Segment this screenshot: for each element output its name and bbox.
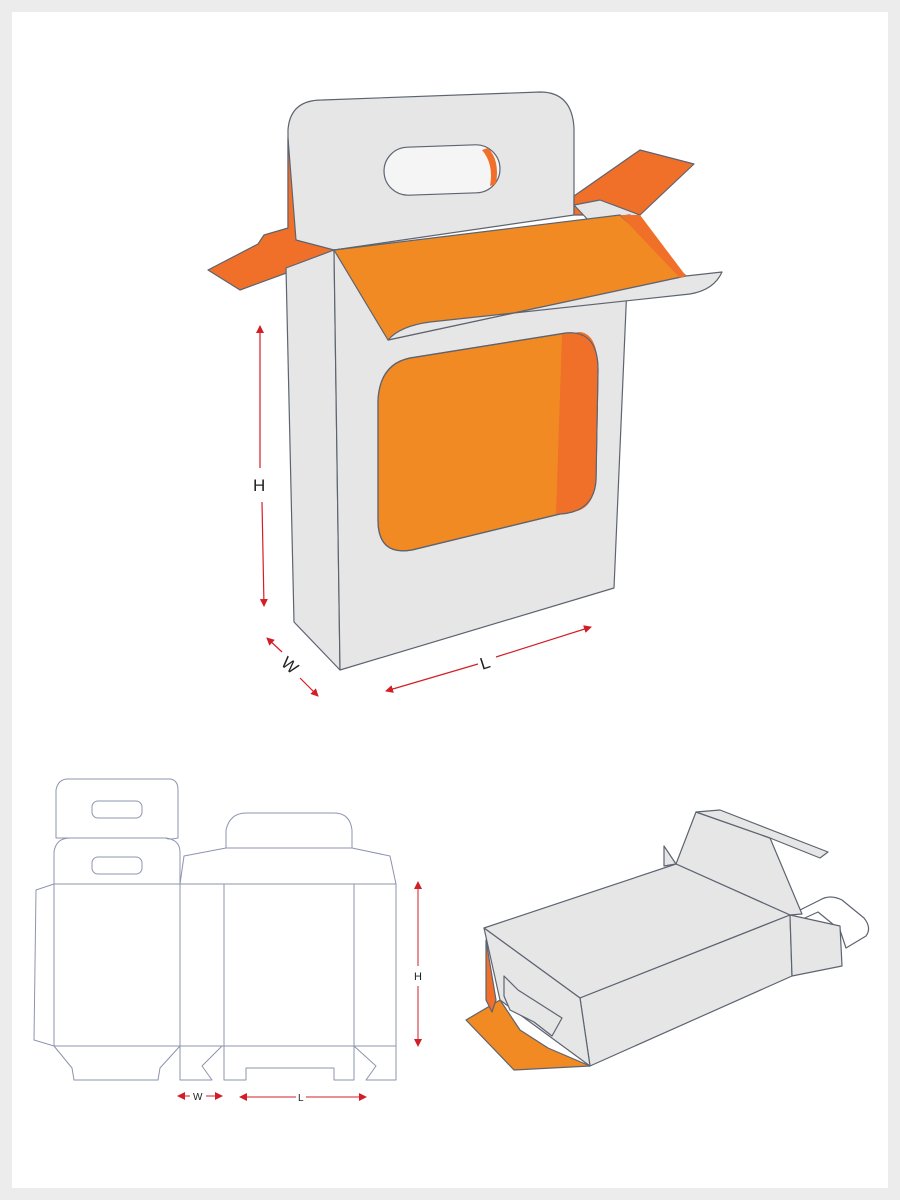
lying-handle	[789, 896, 870, 949]
dieline-handle-hole-1	[91, 800, 143, 819]
dieline-back-panel	[53, 883, 181, 1047]
box-3d-dimensions	[256, 325, 592, 697]
dieline-bottom-right	[353, 1045, 397, 1081]
width-arrow-lower	[299, 677, 319, 697]
dieline-handle-top	[55, 778, 179, 840]
box-lying-view	[465, 809, 870, 1071]
flat-dieline	[33, 778, 397, 1081]
dieline-dimensions	[177, 881, 422, 1101]
width-arrow-upper	[266, 637, 283, 653]
dieline-top-lid	[179, 812, 397, 885]
handle-hole	[383, 144, 501, 196]
length-arrow-left	[385, 663, 479, 693]
lying-tuck-slot	[503, 975, 563, 1037]
dieline-bottom-center	[223, 1046, 355, 1081]
handle-hole-shadow	[482, 148, 497, 186]
height-label-3d: H	[253, 476, 265, 495]
lying-end-face	[789, 914, 843, 977]
side-panel	[285, 249, 341, 671]
lying-orange-inner	[485, 939, 497, 1013]
height-arrow-lower	[259, 501, 268, 607]
length-arrow-right	[495, 625, 592, 658]
dieline-width-label: W	[193, 1092, 203, 1103]
dieline-bottom-left	[179, 1045, 223, 1081]
lying-lid-tuck	[695, 809, 829, 859]
front-window-outline	[377, 332, 599, 552]
left-dust-flap	[207, 137, 335, 291]
length-label-3d: L	[478, 653, 493, 674]
dieline-height-label: H	[414, 971, 422, 983]
dieline-handle-second	[53, 837, 181, 884]
dieline-glue-flap	[33, 883, 55, 1047]
lying-small-flap	[663, 845, 677, 867]
width-label-3d: W	[277, 653, 302, 678]
dieline-handle-hole-2	[91, 856, 143, 875]
dieline-length-label: L	[298, 1093, 304, 1104]
right-dust-flap	[573, 149, 695, 216]
dieline-back-bottom	[53, 1045, 181, 1081]
window-inner-wall	[556, 332, 598, 514]
dieline-side-right	[353, 883, 397, 1047]
dieline-side-left	[179, 883, 225, 1047]
box-3d-view	[207, 91, 723, 671]
lid-side-shade	[620, 215, 686, 278]
lying-orange-flap-bottom	[465, 999, 591, 1071]
dieline-front-panel	[223, 883, 355, 1047]
lid-tuck-flap	[387, 271, 723, 341]
